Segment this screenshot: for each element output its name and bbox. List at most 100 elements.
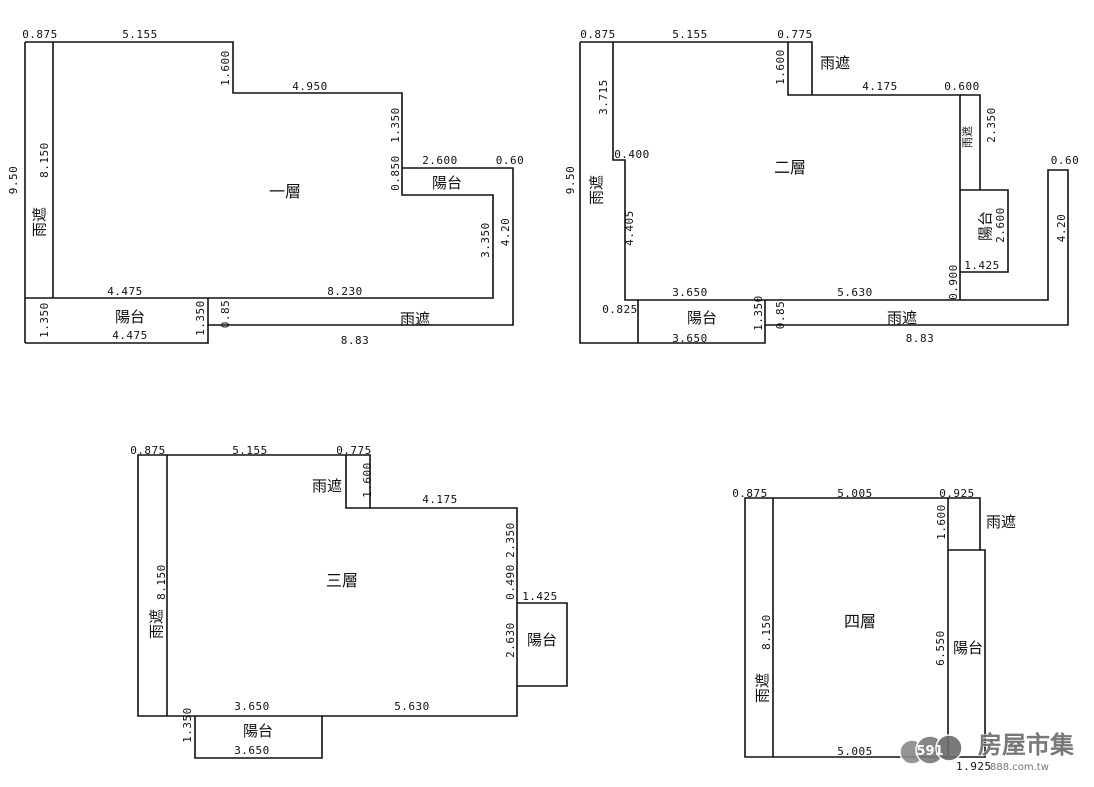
bottom-balcony-outline: [194, 716, 323, 759]
dimension-label: 8.150: [760, 614, 773, 650]
dimension-label: 9.50: [564, 166, 577, 195]
floor-3-plan: 0.875 5.155 0.775 1.600 4.175 2.350 0.49…: [130, 444, 568, 759]
left-outer-line: [579, 42, 766, 344]
dimension-label: 1.425: [964, 259, 1000, 272]
dimension-label: 4.20: [499, 218, 512, 247]
floor-title: 三層: [326, 571, 358, 590]
rain-cover-label: 雨遮: [986, 513, 1016, 531]
floor-title: 二層: [774, 158, 806, 177]
dimension-label: 4.950: [292, 80, 328, 93]
rain-cover-label: 雨遮: [312, 477, 342, 495]
dimension-label: 5.630: [394, 700, 430, 713]
dimension-label: 1.350: [752, 295, 765, 331]
dimension-label: 4.175: [862, 80, 898, 93]
dimension-label: 4.20: [1055, 214, 1068, 243]
rain-cover-label: 雨遮: [31, 207, 49, 237]
rain-cover-box-outline: [787, 42, 961, 300]
building-outline: [612, 42, 1069, 326]
dimension-label: 5.155: [232, 444, 268, 457]
balcony-label: 陽台: [527, 631, 557, 649]
dimension-label: 8.150: [155, 564, 168, 600]
dimension-label: 8.83: [341, 334, 370, 347]
dimension-label: 2.350: [985, 107, 998, 143]
dimension-label: 0.875: [732, 487, 768, 500]
watermark-url: 888.com.tw: [990, 762, 1049, 773]
dimension-label: 4.175: [422, 493, 458, 506]
dimension-label: 3.650: [672, 332, 708, 345]
dimension-label: 5.005: [837, 745, 873, 758]
dimension-label: 3.350: [479, 222, 492, 258]
dimension-label: 0.925: [939, 487, 975, 500]
dimension-label: 1.600: [219, 50, 232, 86]
balcony-label: 陽台: [243, 722, 273, 740]
dimension-label: 1.600: [774, 49, 787, 85]
balcony-outline: [960, 189, 1009, 273]
rain-cover-label: 雨遮: [820, 54, 850, 72]
building-outline: [25, 41, 494, 299]
balcony-outline: [517, 602, 568, 687]
rain-cover-label: 雨遮: [887, 309, 917, 327]
dimension-label: 8.83: [906, 332, 935, 345]
dimension-label: 3.650: [234, 744, 270, 757]
building-outline: [744, 497, 986, 758]
dimension-label: 0.850: [389, 155, 402, 191]
watermark-logo: 591: [899, 734, 963, 765]
rain-cover-label: 雨遮: [588, 175, 606, 205]
floor-4-plan: 0.875 5.005 0.925 1.600 8.150 6.550 5.00…: [732, 487, 1016, 773]
watermark-brand: 房屋市集: [978, 731, 1075, 759]
floor-title: 一層: [269, 182, 301, 201]
dimension-label: 1.600: [361, 462, 374, 498]
dimension-label: 2.350: [504, 522, 517, 558]
balcony-label: 陽台: [432, 174, 462, 192]
dimension-label: 0.900: [947, 264, 960, 300]
dimension-label: 4.405: [623, 210, 636, 246]
dimension-label: 0.875: [130, 444, 166, 457]
floor-2-plan: 0.875 5.155 0.775 1.600 4.175 0.600 3.71…: [564, 28, 1079, 345]
dimension-label: 1.350: [181, 707, 194, 743]
dimension-label: 0.600: [944, 80, 980, 93]
dimension-label: 4.475: [107, 285, 143, 298]
building-outline: [137, 454, 518, 717]
rain-cover-label: 雨遮: [754, 673, 772, 703]
dimension-label: 0.85: [219, 300, 232, 329]
rain-cover-narrow-outline: [960, 94, 981, 190]
dimension-label: 1.350: [389, 107, 402, 143]
dimension-label: 8.150: [38, 142, 51, 178]
dimension-label: 0.60: [496, 154, 525, 167]
dimension-label: 0.875: [22, 28, 58, 41]
dimension-label: 1.925: [956, 760, 992, 773]
dimension-label: 4.475: [112, 329, 148, 342]
floor-1-plan: 0.875 5.155 1.600 4.950 1.350 0.850 2.60…: [7, 28, 524, 347]
balcony-and-rain-cover-outline: [208, 167, 514, 326]
dimension-label: 3.650: [234, 700, 270, 713]
rain-cover-label: 雨遮: [400, 310, 430, 328]
dimension-label: 2.600: [422, 154, 458, 167]
dimension-label: 3.650: [672, 286, 708, 299]
dimension-label: 0.825: [602, 303, 638, 316]
dimension-label: 5.630: [837, 286, 873, 299]
dimension-label: 0.875: [580, 28, 616, 41]
floor-title: 四層: [844, 612, 876, 631]
logo-text: 591: [916, 744, 943, 759]
watermark: 591 房屋市集 888.com.tw: [899, 730, 1076, 773]
dimension-label: 2.630: [504, 622, 517, 658]
dimension-label: 0.400: [614, 148, 650, 161]
dimension-label: 1.350: [194, 300, 207, 336]
balcony-label: 陽台: [115, 308, 145, 326]
logo-ring: [935, 734, 963, 762]
dimension-label: 0.490: [504, 564, 517, 600]
dimension-label: 5.155: [122, 28, 158, 41]
rain-cover-box-outline: [345, 455, 370, 509]
balcony-label: 陽台: [977, 211, 995, 241]
dimension-label: 5.005: [837, 487, 873, 500]
balcony-label: 陽台: [953, 639, 983, 657]
dimension-label: 5.155: [672, 28, 708, 41]
rain-cover-label: 雨遮: [960, 126, 974, 148]
dimension-label: 1.350: [38, 302, 51, 338]
dimension-label: 0.60: [1051, 154, 1080, 167]
dimension-label: 0.775: [777, 28, 813, 41]
dimension-label: 1.600: [935, 504, 948, 540]
bottom-balcony-outline: [25, 298, 209, 344]
